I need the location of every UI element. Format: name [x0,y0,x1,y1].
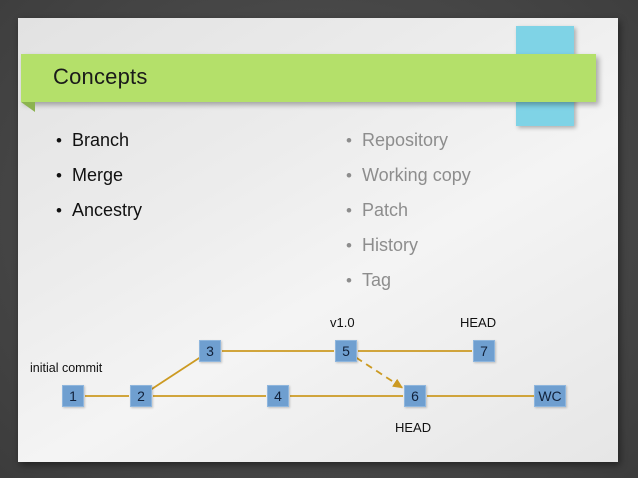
graph-label-head-top: HEAD [460,315,497,330]
commit-node-n7[interactable]: 7 [473,340,495,362]
bullet-label: Branch [72,130,130,150]
bullet-marker-icon: • [346,271,352,290]
graph-label-tag-v10: v1.0 [330,315,355,330]
bullet-label: History [362,235,419,255]
bullet-label: Ancestry [72,200,143,220]
bullet-label: Repository [362,130,449,150]
bullet-label: Tag [362,270,392,290]
list-item: • Patch [346,200,471,235]
bullet-label: Working copy [362,165,471,185]
commit-node-n4[interactable]: 4 [267,385,289,407]
commit-node-n6[interactable]: 6 [404,385,426,407]
list-item: • History [346,235,471,270]
commit-node-n2[interactable]: 2 [130,385,152,407]
bullet-marker-icon: • [56,166,62,185]
bullet-marker-icon: • [346,131,352,150]
bullet-marker-icon: • [346,236,352,255]
graph-label-initial-commit: initial commit [30,361,103,375]
bullet-marker-icon: • [56,131,62,150]
bullet-list-right: • Repository • Working copy • Patch • Hi… [346,130,471,305]
bullet-list-left: • Branch • Merge • Ancestry [56,130,142,235]
bullet-marker-icon: • [346,201,352,220]
title-banner-fold-icon [21,102,35,112]
presentation-slide: Concepts • Branch • Merge • Ancestry • R… [18,18,618,462]
list-item: • Merge [56,165,142,200]
commit-node-n1[interactable]: 1 [62,385,84,407]
commit-node-n3[interactable]: 3 [199,340,221,362]
page-title: Concepts [53,64,148,89]
commit-edge [355,356,404,389]
bullet-marker-icon: • [56,201,62,220]
list-item: • Ancestry [56,200,142,235]
title-banner [21,54,596,102]
list-item: • Working copy [346,165,471,200]
commit-node-wc[interactable]: WC [534,385,566,407]
list-item: • Tag [346,270,471,305]
bullet-label: Patch [362,200,409,220]
list-item: • Branch [56,130,142,165]
commit-edge [150,356,201,391]
list-item: • Repository [346,130,471,165]
bullet-label: Merge [72,165,124,185]
graph-label-head-bottom: HEAD [395,420,432,435]
commit-node-n5[interactable]: 5 [335,340,357,362]
bullet-marker-icon: • [346,166,352,185]
